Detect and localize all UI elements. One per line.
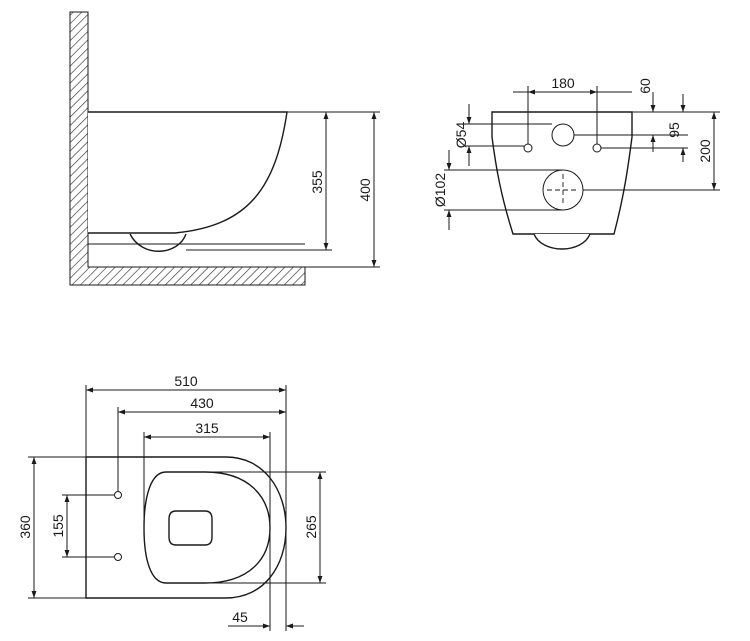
- side-view: 355 400: [69, 11, 380, 286]
- fixing-hole-bottom: [114, 553, 122, 561]
- dim-label-95: 95: [666, 122, 682, 138]
- dim-label-430: 430: [190, 395, 214, 411]
- dim-label-400: 400: [357, 178, 373, 202]
- dim-label-315: 315: [195, 420, 219, 436]
- rear-base-curve: [533, 233, 591, 250]
- bowl-body: [88, 111, 288, 234]
- dim-label-265: 265: [303, 515, 319, 539]
- dim-label-d54: Ø54: [453, 122, 469, 149]
- dim-label-180: 180: [551, 75, 575, 91]
- dim-label-155: 155: [50, 514, 66, 538]
- dim-label-200: 200: [697, 139, 713, 163]
- dim-label-360: 360: [17, 515, 33, 539]
- rear-view: 180 60 95 200 Ø54 Ø102: [432, 75, 720, 250]
- top-view: 510 430 315 360 155 265 45: [17, 373, 326, 631]
- dim-label-60: 60: [637, 78, 653, 94]
- dim-label-45: 45: [232, 609, 248, 625]
- fixing-hole-top: [114, 491, 122, 499]
- dim-label-355: 355: [309, 170, 325, 194]
- dim-label-d102: Ø102: [432, 173, 448, 207]
- rear-body: [491, 111, 633, 235]
- seat-lid-hinge: [168, 510, 213, 546]
- dim-label-510: 510: [174, 373, 198, 389]
- bowl-base-curve: [129, 233, 187, 252]
